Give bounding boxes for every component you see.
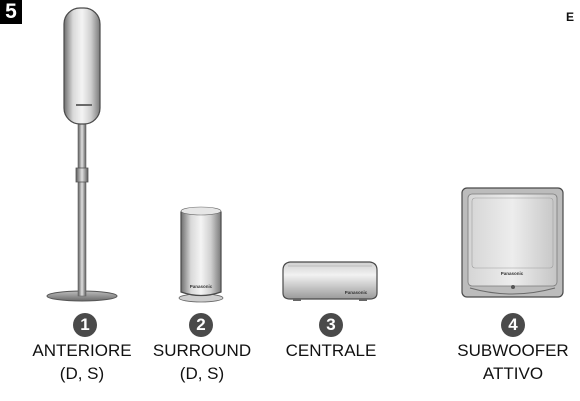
speaker-label-subwoofer: SUBWOOFER	[457, 341, 569, 360]
subwoofer-illustration: Panasonic	[461, 187, 564, 298]
speaker-label-front: ANTERIORE	[32, 341, 132, 360]
corner-mark: E	[566, 10, 575, 24]
speaker-sublabel-front: (D, S)	[59, 364, 105, 383]
step-number-badge: 5	[0, 0, 22, 24]
surround-brand-text: Panasonic	[190, 284, 213, 289]
speaker-sublabel-subwoofer: ATTIVO	[482, 364, 544, 383]
surround-speaker-illustration: Panasonic	[178, 206, 224, 303]
speaker-label-surround: SURROUND	[152, 341, 252, 360]
speaker-number-4: 4	[501, 313, 525, 337]
center-brand-text: Panasonic	[345, 290, 368, 295]
front-speaker-illustration	[46, 7, 118, 302]
brand-plate	[76, 104, 92, 106]
speaker-label-center: CENTRALE	[285, 341, 377, 360]
subwoofer-brand-text: Panasonic	[501, 271, 524, 276]
speaker-number-3: 3	[319, 313, 343, 337]
speaker-number-1: 1	[73, 313, 97, 337]
speaker-sublabel-surround: (D, S)	[179, 364, 225, 383]
center-speaker-illustration: Panasonic	[282, 261, 378, 301]
speaker-number-2: 2	[189, 313, 213, 337]
